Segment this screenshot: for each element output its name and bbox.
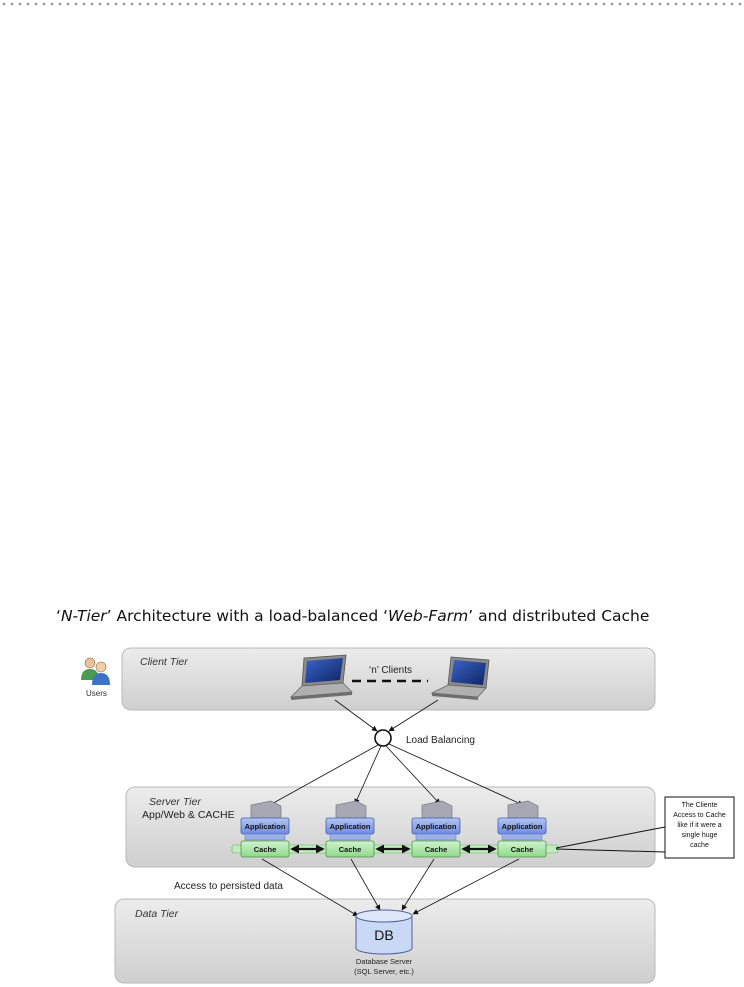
database-cylinder-icon <box>355 909 413 955</box>
users-label: Users <box>86 689 107 698</box>
db-caption-line-2: (SQL Server, etc.) <box>354 967 414 976</box>
connector-right-laptop-to-lb <box>388 699 439 732</box>
load-balancer-node <box>374 729 392 747</box>
users-icon <box>81 657 110 685</box>
server-stack-icon <box>335 800 367 819</box>
application-label-3: Application <box>416 822 457 831</box>
connector-cache-4-to-db <box>412 858 520 915</box>
server-stack-icon <box>421 800 453 819</box>
client-tier-panel <box>121 647 656 711</box>
connector-lb-to-app-3 <box>385 745 441 805</box>
access-persisted-label: Access to persisted data <box>174 881 283 892</box>
connector-lb-to-app-2 <box>354 745 382 805</box>
callout-line-5: cache <box>690 842 709 849</box>
callout-line-4: single huge <box>682 832 718 839</box>
cache-label-2: Cache <box>339 845 362 854</box>
callout-text: The Cliente Access to Cache like if it w… <box>673 802 726 849</box>
server-tier-panel <box>125 786 656 868</box>
callout-line-1: The Cliente <box>682 802 718 809</box>
cache-label-4: Cache <box>511 845 534 854</box>
cache-label-1: Cache <box>254 845 277 854</box>
data-tier-label: Data Tier <box>135 908 179 920</box>
application-label-4: Application <box>502 822 543 831</box>
db-caption-line-1: Database Server <box>356 957 413 966</box>
diagram-title: ‘N-Tier’ Architecture with a load-balanc… <box>56 607 650 625</box>
connector-cache-2-to-db <box>350 858 381 911</box>
callout-pointer-upper <box>555 826 666 849</box>
cache-box-4 <box>497 840 547 858</box>
application-label-2: Application <box>330 822 371 831</box>
load-balancing-label: Load Balancing <box>406 735 475 746</box>
application-label-1: Application <box>245 822 286 831</box>
callout-box <box>664 796 735 859</box>
connector-left-laptop-to-lb <box>334 699 378 732</box>
clients-label: ‘n’ Clients <box>369 665 412 676</box>
server-stack-icon <box>250 800 282 819</box>
callout-line-3: like if it were a <box>677 822 721 829</box>
cache-box-2 <box>325 840 375 858</box>
application-stub-3 <box>415 833 457 841</box>
dotted-rule <box>0 0 744 8</box>
cache-box-3 <box>411 840 461 858</box>
connector-cache-3-to-db <box>401 858 435 911</box>
laptop-right-icon <box>430 656 490 700</box>
server-tier-label: Server Tier <box>149 796 201 808</box>
laptop-left-icon <box>289 654 353 700</box>
db-label: DB <box>374 927 393 943</box>
application-stub-1 <box>244 833 286 841</box>
callout-pointer-lower <box>555 848 666 853</box>
client-tier-label: Client Tier <box>140 656 188 668</box>
application-stub-4 <box>501 833 543 841</box>
server-tier-sublabel: App/Web & CACHE <box>142 809 235 821</box>
connector-lb-to-app-4 <box>388 743 524 806</box>
cache-label-3: Cache <box>425 845 448 854</box>
callout-line-2: Access to Cache <box>673 812 726 819</box>
connector-lb-to-app-1 <box>267 744 379 807</box>
server-stack-icon <box>507 800 539 819</box>
application-stub-2 <box>329 833 371 841</box>
cache-box-1 <box>240 840 290 858</box>
connector-cache-1-to-db <box>261 858 359 917</box>
